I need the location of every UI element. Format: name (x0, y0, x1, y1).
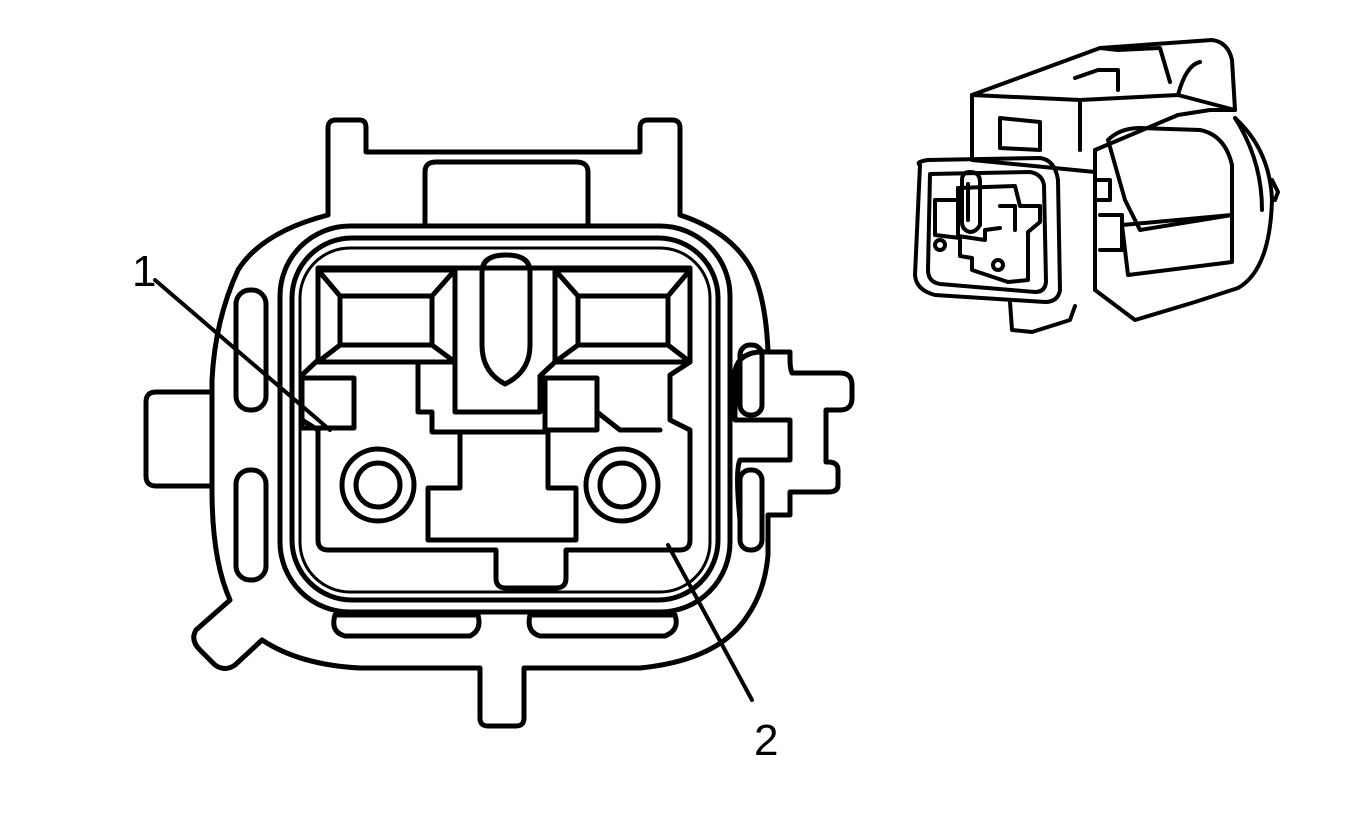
bottom-slot-right (526, 612, 679, 639)
right-terminal-block (542, 375, 600, 433)
terminal-pin-1 (339, 446, 417, 524)
center-rib (452, 359, 558, 415)
top-lock-tab (325, 117, 683, 218)
left-slot-lower (233, 467, 269, 583)
terminal-latch-right (552, 267, 693, 365)
callout-label-2: 2 (754, 716, 778, 765)
bottom-slot-left (331, 612, 482, 639)
left-step (415, 359, 463, 435)
connector-face-view: 1 2 (132, 117, 855, 765)
left-slot-upper (233, 287, 269, 413)
leader-line-1 (153, 278, 332, 432)
center-key-slot (479, 252, 533, 387)
right-slot-lower (737, 467, 765, 553)
leader-line-2 (666, 543, 754, 702)
left-side-tab (143, 389, 215, 489)
top-lock-window (422, 159, 591, 228)
seal-outer (277, 223, 733, 615)
terminal-cavity (299, 265, 693, 591)
callout-label-1: 1 (132, 247, 156, 296)
terminal-pin-2 (583, 446, 661, 524)
right-step (594, 409, 663, 433)
left-terminal-block (299, 375, 357, 431)
center-lower-block (425, 429, 579, 543)
right-slot-upper (737, 342, 765, 418)
seal-middle (289, 235, 721, 603)
terminal-latch-left (315, 267, 458, 365)
outer-housing (191, 212, 855, 729)
connector-isometric-view (913, 38, 1280, 334)
